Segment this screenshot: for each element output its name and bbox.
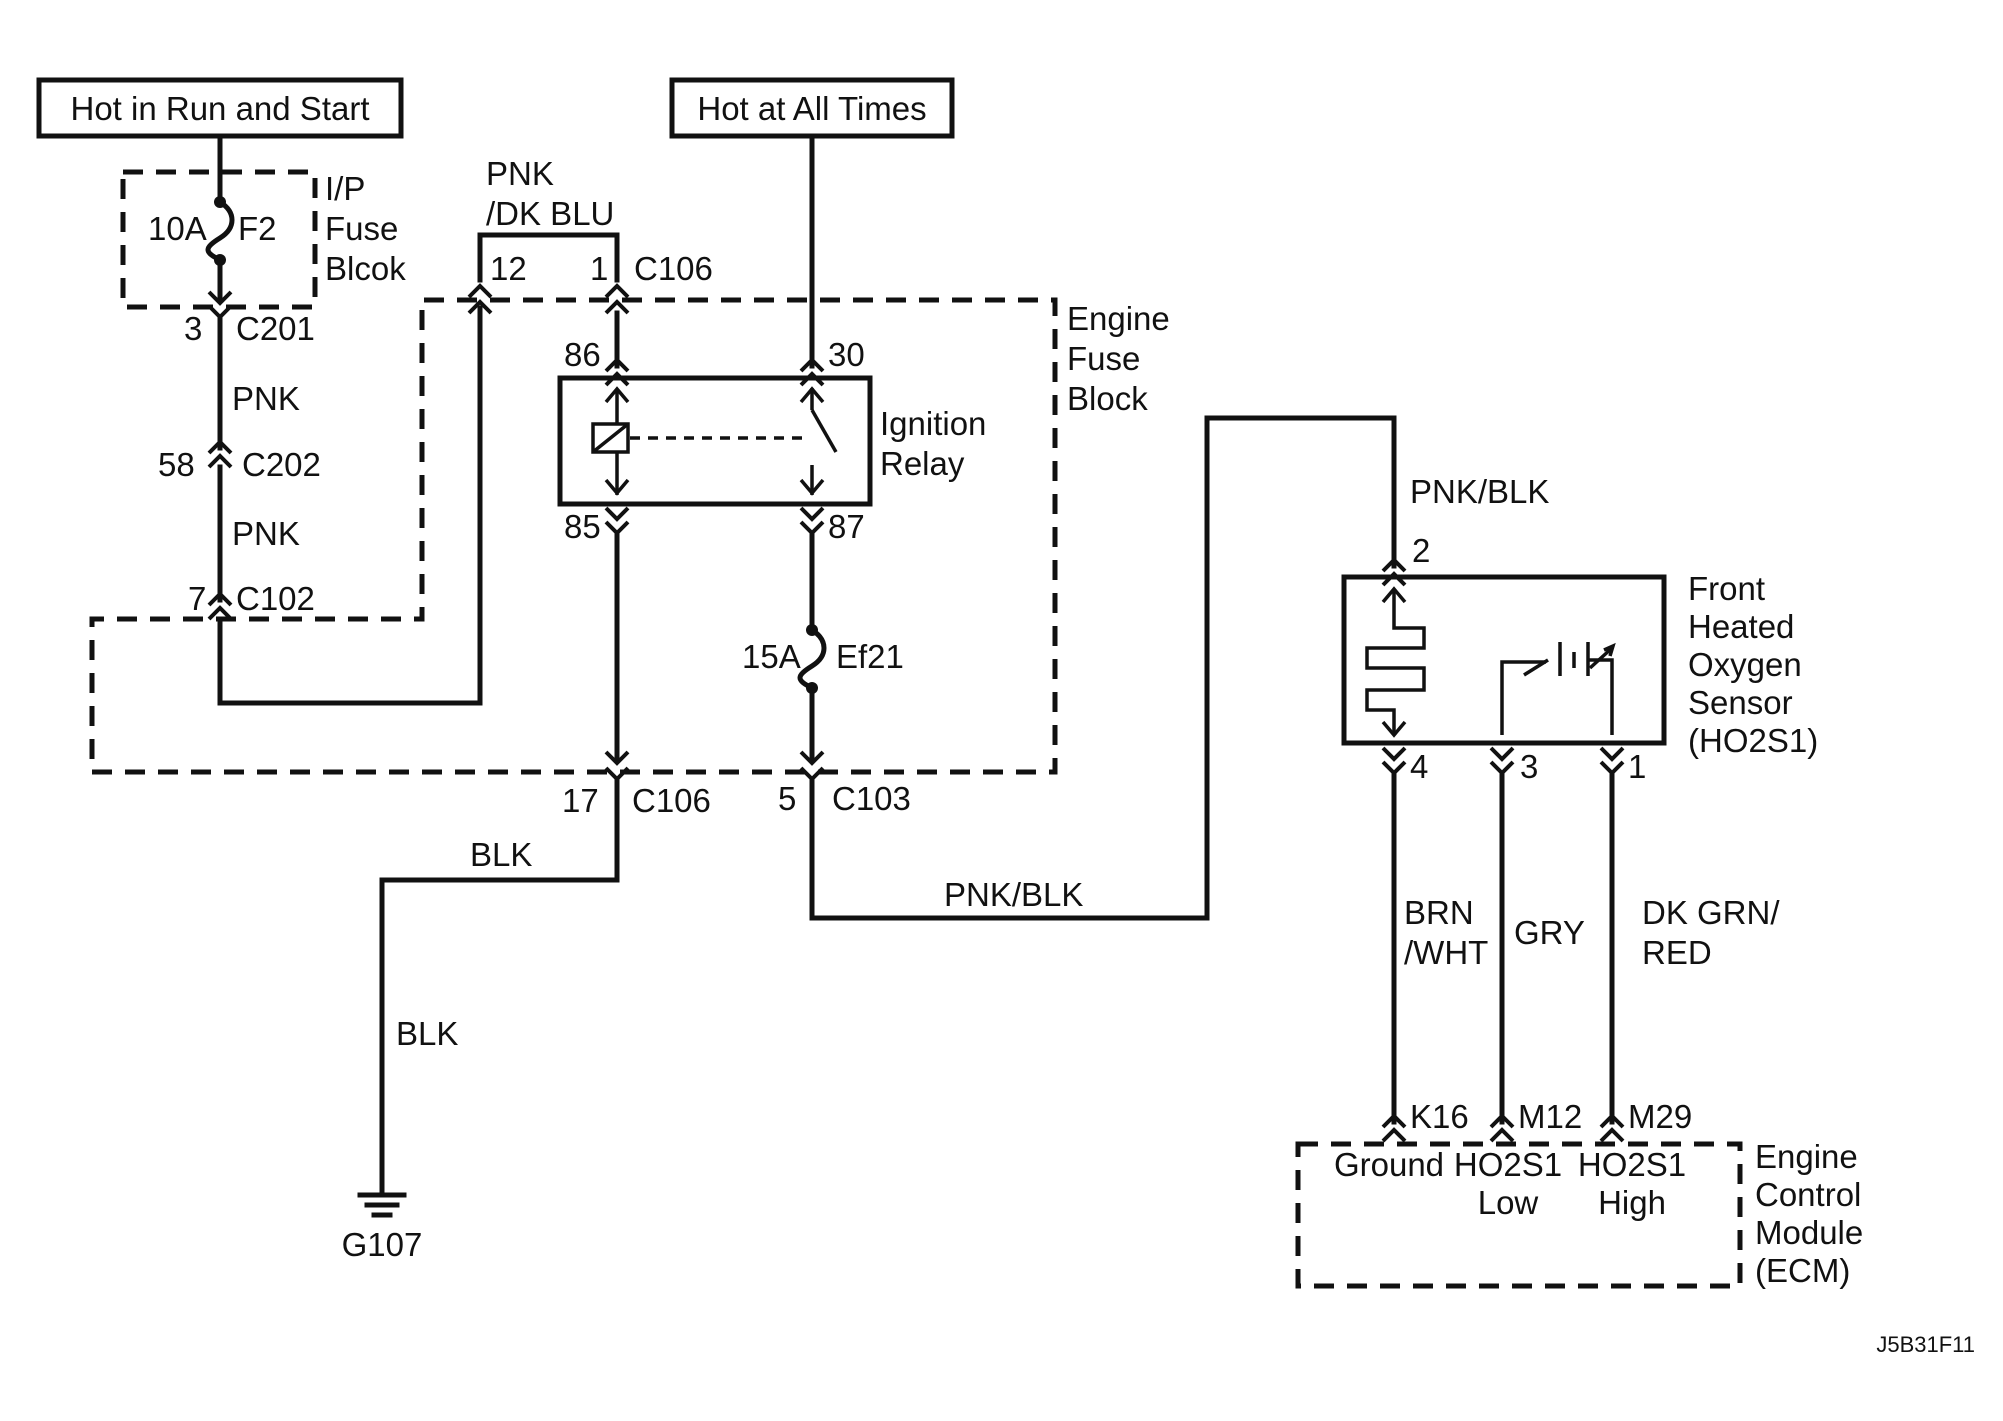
c102-pin: 7 (188, 580, 206, 617)
c201-pin: 3 (184, 310, 202, 347)
ip-fuse-block-label-1: I/P (325, 170, 365, 207)
c103-label: C103 (832, 780, 911, 817)
ecm-label-2: Control (1755, 1176, 1861, 1213)
ecm-ho2s1-high-label-1: HO2S1 (1578, 1146, 1686, 1183)
fuse-f2-rating: 10A (148, 210, 207, 247)
hot-at-all-times-label: Hot at All Times (697, 90, 926, 127)
ignition-relay: Ignition Relay (557, 375, 986, 507)
c106-pin-1: 1 (590, 250, 608, 287)
dkgrn-red-wire-label-2: RED (1642, 934, 1712, 971)
ecm-ho2s1-high-label-2: High (1598, 1184, 1666, 1221)
ecm-ho2s1-low-label-2: Low (1478, 1184, 1539, 1221)
c103-pin: 5 (778, 780, 796, 817)
hot-in-run-and-start-label: Hot in Run and Start (71, 90, 370, 127)
pnk-dkblu-wire-label-1: PNK (486, 155, 554, 192)
relay-ground-wire (379, 506, 630, 1193)
oxygen-sensor-pin-1: 1 (1628, 748, 1646, 785)
ecm-pin-m12: M12 (1518, 1098, 1582, 1135)
ignition-relay-label-1: Ignition (880, 405, 986, 442)
relay-pin-30: 30 (828, 336, 865, 373)
oxygen-sensor-label-2: Heated (1688, 608, 1794, 645)
pnk-blk-wire-label-upper: PNK/BLK (1410, 473, 1549, 510)
fuse-ef21-id: Ef21 (836, 638, 904, 675)
oxygen-sensor-pin-2: 2 (1412, 532, 1430, 569)
pnk-blk-wire-label-lower: PNK/BLK (944, 876, 1083, 913)
engine-fuse-block-label-2: Fuse (1067, 340, 1140, 377)
fuse-ef21-rating: 15A (742, 638, 801, 675)
hot-in-run-and-start-supply: Hot in Run and Start (36, 77, 404, 139)
brn-wht-wire-label-2: /WHT (1404, 934, 1488, 971)
ecm-label-1: Engine (1755, 1138, 1858, 1175)
c106-bottom-pin: 17 (562, 782, 599, 819)
dkgrn-red-wire-label-1: DK GRN/ (1642, 894, 1780, 931)
relay-pin-85: 85 (564, 508, 601, 545)
relay-pin-86: 86 (564, 336, 601, 373)
ecm-label-3: Module (1755, 1214, 1863, 1251)
oxygen-sensor-label-3: Oxygen (1688, 646, 1802, 683)
oxygen-sensor-label-4: Sensor (1688, 684, 1793, 721)
ignition-relay-label-2: Relay (880, 445, 965, 482)
ecm-pin-k16: K16 (1410, 1098, 1469, 1135)
ecm-label-4: (ECM) (1755, 1252, 1850, 1289)
c202-pin: 58 (158, 446, 195, 483)
figure-code: J5B31F11 (1876, 1332, 1975, 1357)
gry-wire-label: GRY (1514, 914, 1585, 951)
engine-fuse-block-label-1: Engine (1067, 300, 1170, 337)
fuse-f2-id: F2 (238, 210, 277, 247)
hot-at-all-times-supply: Hot at All Times (669, 77, 955, 139)
engine-fuse-block-label-3: Block (1067, 380, 1148, 417)
oxygen-sensor-label-5: (HO2S1) (1688, 722, 1818, 759)
ground-g107-icon (357, 1192, 407, 1218)
pnk-wire-label-upper: PNK (232, 380, 300, 417)
c106-pin-12: 12 (490, 250, 527, 287)
ground-g107-label: G107 (342, 1226, 423, 1263)
c201-label: C201 (236, 310, 315, 347)
relay-pin-87: 87 (828, 508, 865, 545)
oxygen-sensor-label-1: Front (1688, 570, 1765, 607)
ecm-ground-label: Ground (1334, 1146, 1444, 1183)
c102-label: C102 (236, 580, 315, 617)
blk-wire-label-upper: BLK (470, 836, 532, 873)
pnk-blk-heater-feed-wire (797, 415, 1407, 921)
blk-wire-label-lower: BLK (396, 1015, 458, 1052)
c106-top-label: C106 (634, 250, 713, 287)
battery-feed-wire (799, 133, 825, 387)
ip-fuse-block: I/P Fuse Blcok 10A F2 (120, 169, 406, 310)
ip-fuse-block-label-3: Blcok (325, 250, 406, 287)
oxygen-sensor-pin-3: 3 (1520, 748, 1538, 785)
oxygen-sensor-pin-4: 4 (1410, 748, 1428, 785)
brn-wht-wire-label-1: BRN (1404, 894, 1474, 931)
engine-control-module: Engine Control Module (ECM) Ground HO2S1… (1295, 1138, 1863, 1289)
pnk-circuit-wire (205, 133, 630, 706)
front-heated-oxygen-sensor: Front Heated Oxygen Sensor (HO2S1) (1341, 570, 1818, 759)
c106-bottom-label: C106 (632, 782, 711, 819)
ecm-pin-m29: M29 (1628, 1098, 1692, 1135)
ecm-ho2s1-low-label-1: HO2S1 (1454, 1146, 1562, 1183)
pnk-wire-label-lower: PNK (232, 515, 300, 552)
ip-fuse-block-label-2: Fuse (325, 210, 398, 247)
engine-fuse-block: Engine Fuse Block (89, 297, 1170, 775)
sensor-to-ecm-wires (1381, 746, 1625, 1143)
c202-label: C202 (242, 446, 321, 483)
pnk-dkblu-wire-label-2: /DK BLU (486, 195, 614, 232)
